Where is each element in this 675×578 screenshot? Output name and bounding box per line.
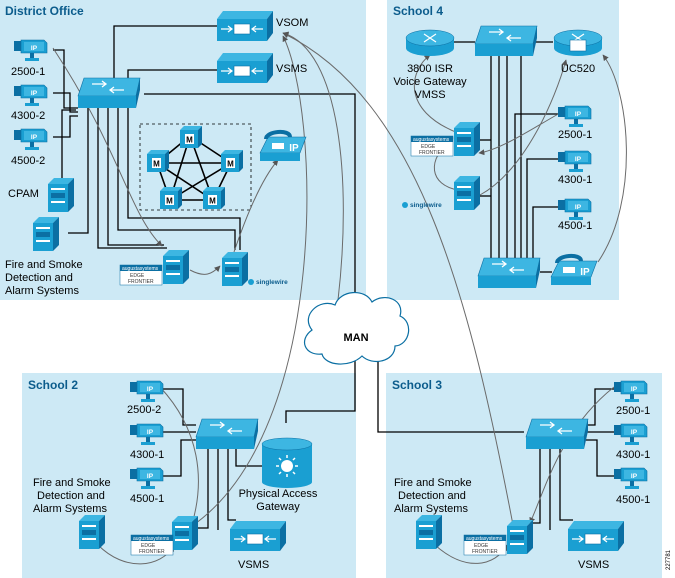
singlewire-logo-district: singlewire: [248, 279, 288, 286]
fire-label-line1-school2: Fire and Smoke: [33, 477, 111, 489]
vsms-server-district[interactable]: [216, 52, 274, 84]
augusta-text-school3: augustasystems: [466, 536, 503, 542]
singlewire-server-school4[interactable]: [454, 176, 480, 210]
augusta-badge-school2: augustasystems EDGE FRONTIER: [130, 534, 174, 556]
augusta-text-school4: augustasystems: [413, 137, 450, 143]
figure-number: 227781: [666, 549, 672, 570]
mesh-node-bottom-left[interactable]: [160, 187, 182, 209]
camera-2500-label-school3: 2500-1: [616, 405, 650, 417]
man-label: MAN: [343, 332, 368, 344]
augusta-text-school2: augustasystems: [133, 536, 170, 542]
camera-2500-label-school2: 2500-2: [127, 404, 161, 416]
augusta-badge-school4: augustasystems EDGE FRONTIER: [410, 135, 454, 157]
vsms-server-school2[interactable]: [229, 520, 287, 552]
vsms-label-school3: VSMS: [578, 559, 609, 571]
augusta-badge-school3: augustasystems EDGE FRONTIER: [463, 534, 507, 556]
vsms-label-school2: VSMS: [238, 559, 269, 571]
singlewire-text-school4: singlewire: [410, 202, 442, 209]
school3-title: School 3: [392, 378, 442, 392]
school2-switch[interactable]: [195, 418, 259, 450]
school4-top-switch[interactable]: [474, 25, 538, 57]
isr-label-line1: 3800 ISR: [407, 63, 453, 75]
fire-label-line2-school3: Detection and: [398, 490, 466, 502]
fire-label-line2-district: Detection and: [5, 272, 73, 284]
physical-access-gateway[interactable]: [261, 437, 313, 488]
edge-text-school3: EDGE: [474, 543, 489, 549]
district-office-title: District Office: [5, 4, 84, 18]
frontier-text-school3: FRONTIER: [472, 549, 498, 555]
mesh-node-right[interactable]: [221, 150, 243, 172]
man-cloud: MAN: [303, 292, 410, 365]
camera-2500-label-district: 2500-1: [11, 66, 45, 78]
uc520-label: UC520: [561, 63, 595, 75]
vsms-server-school3[interactable]: [567, 520, 625, 552]
augusta-text-district: augustasystems: [122, 266, 159, 272]
isr-label-line2: Voice Gateway: [393, 76, 467, 88]
camera-4500-label-school4: 4500-1: [558, 220, 592, 232]
frontier-text-school4: FRONTIER: [419, 150, 445, 156]
cpam-label: CPAM: [8, 188, 39, 200]
mesh-node-left[interactable]: [147, 150, 169, 172]
singlewire-server-district[interactable]: [222, 252, 248, 286]
fire-label-line3-school3: Alarm Systems: [394, 503, 468, 515]
school2-title: School 2: [28, 378, 78, 392]
cpam-server[interactable]: [48, 178, 74, 212]
mesh-node-bottom-right[interactable]: [203, 187, 225, 209]
fire-label-line2-school2: Detection and: [37, 490, 105, 502]
mesh-cluster-box: [139, 123, 252, 211]
school4-bottom-switch[interactable]: [477, 257, 541, 289]
singlewire-text-district: singlewire: [256, 279, 288, 286]
camera-4500-label-school3: 4500-1: [616, 494, 650, 506]
isr-label-line3: VMSS: [414, 89, 445, 101]
camera-4300-label-district: 4300-2: [11, 110, 45, 122]
fire-label-line3-school2: Alarm Systems: [33, 503, 107, 515]
vsom-label: VSOM: [276, 17, 308, 29]
edge-text-district: EDGE: [130, 273, 145, 279]
vsom-server[interactable]: [216, 10, 274, 42]
pag-label-line1: Physical Access: [239, 488, 318, 500]
fire-label-line1-school3: Fire and Smoke: [394, 477, 472, 489]
augusta-badge-district: augustasystems EDGE FRONTIER: [119, 264, 163, 286]
school4-title: School 4: [393, 4, 443, 18]
fire-alarm-panel-school2[interactable]: [79, 515, 105, 549]
camera-2500-label-school4: 2500-1: [558, 129, 592, 141]
edge-frontier-server-school2[interactable]: [172, 516, 198, 550]
singlewire-logo-school4: singlewire: [402, 202, 442, 209]
fire-alarm-panel-district[interactable]: [33, 217, 59, 251]
camera-4300-label-school2: 4300-1: [130, 449, 164, 461]
edge-frontier-server-school4[interactable]: [454, 122, 480, 156]
mesh-node-top[interactable]: [180, 126, 202, 148]
fire-label-line3-district: Alarm Systems: [5, 285, 79, 297]
vsms-label-district: VSMS: [276, 63, 307, 75]
pag-label-line2: Gateway: [256, 501, 300, 513]
edge-text-school4: EDGE: [421, 144, 436, 150]
district-switch[interactable]: [77, 77, 141, 109]
camera-4500-label-district: 4500-2: [11, 155, 45, 167]
edge-frontier-server-school3[interactable]: [507, 520, 533, 554]
edge-frontier-server-district[interactable]: [163, 250, 189, 284]
edge-text-school2: EDGE: [141, 543, 156, 549]
data-flow-arrows: [52, 31, 627, 565]
fire-label-line1-district: Fire and Smoke: [5, 259, 83, 271]
camera-4300-label-school3: 4300-1: [616, 449, 650, 461]
frontier-text-district: FRONTIER: [128, 279, 154, 285]
camera-4300-label-school4: 4300-1: [558, 174, 592, 186]
uc520-mail-icon: [569, 39, 587, 52]
frontier-text-school2: FRONTIER: [139, 549, 165, 555]
school3-switch[interactable]: [525, 418, 589, 450]
camera-4500-label-school2: 4500-1: [130, 493, 164, 505]
fire-alarm-panel-school3[interactable]: [416, 515, 442, 549]
isr-router[interactable]: [405, 29, 455, 57]
